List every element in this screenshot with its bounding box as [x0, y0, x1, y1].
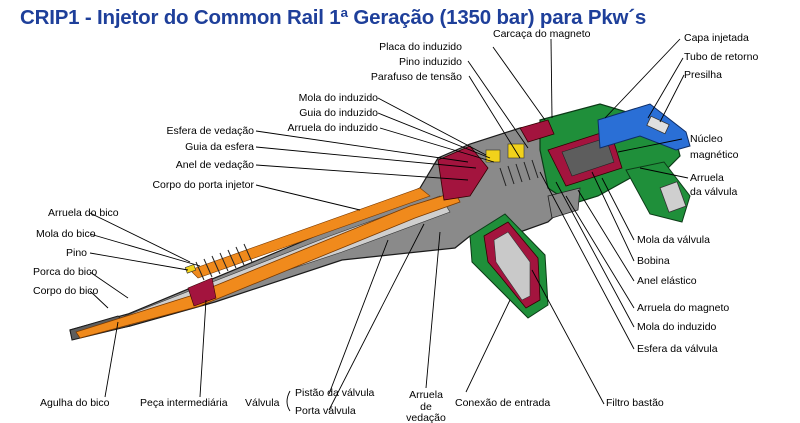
label-esfera-vedacao: Esfera de vedação: [166, 125, 254, 137]
label-carcaca-magneto: Carcaça do magneto: [493, 28, 591, 40]
connector-cap: [659, 181, 687, 213]
label-porca-bico: Porca do bico: [33, 266, 97, 278]
magnet-cap: [519, 119, 555, 143]
label-tubo-retorno: Tubo de retorno: [684, 51, 758, 63]
label-mola-bico: Mola do bico: [36, 228, 96, 240]
label-porta-valvula: Porta válvula: [295, 405, 356, 417]
label-esfera-valvula: Esfera da válvula: [637, 343, 718, 355]
label-nucleo-1: Núcleo: [690, 133, 723, 145]
fuel-feed: [189, 187, 431, 279]
label-anel-vedacao: Anel de vedação: [176, 159, 254, 171]
label-arruela-valvula-1: Arruela: [690, 172, 724, 184]
leader-lines: [89, 38, 689, 412]
label-parafuso-tensao: Parafuso de tensão: [371, 71, 462, 83]
label-capa-injetada: Capa injetada: [684, 32, 749, 44]
body-step: [547, 187, 581, 219]
nozzle-needle: [75, 191, 461, 339]
label-presilha: Presilha: [684, 69, 722, 81]
label-guia-esfera: Guia da esfera: [185, 141, 254, 153]
label-arruela-vedacao-1: Arruela: [409, 389, 443, 401]
label-guia-induzido: Guia do induzido: [299, 107, 378, 119]
label-filtro-bastao: Filtro bastão: [606, 397, 664, 409]
inlet-filter-core: [493, 231, 531, 301]
injector-illustration: [69, 103, 691, 341]
label-arruela-bico: Arruela do bico: [48, 207, 119, 219]
label-corpo-porta-injetor: Corpo do porta injetor: [152, 179, 254, 191]
label-peca-intermediaria: Peça intermediária: [140, 397, 228, 409]
label-pino-induzido: Pino induzido: [399, 56, 462, 68]
part-labels: Placa do induzido Pino induzido Parafuso…: [33, 28, 758, 423]
label-mola-valvula: Mola da válvula: [637, 234, 710, 246]
label-mola-induzido-bottom: Mola do induzido: [637, 321, 717, 333]
label-valvula: Válvula: [245, 397, 280, 409]
nozzle-spring: [195, 243, 253, 281]
label-mola-induzido-top: Mola do induzido: [299, 92, 379, 104]
label-anel-elastico: Anel elástico: [637, 275, 697, 287]
pin-yellow: [184, 264, 197, 274]
label-pino: Pino: [66, 247, 87, 259]
label-corpo-bico: Corpo do bico: [33, 285, 99, 297]
intermediate-piece-red: [187, 277, 217, 307]
label-agulha-bico: Agulha do bico: [40, 397, 110, 409]
return-tube: [597, 103, 691, 151]
label-arruela-vedacao-3: vedação: [406, 412, 446, 423]
label-arruela-magneto: Arruela do magneto: [637, 302, 729, 314]
label-arruela-valvula-2: da válvula: [690, 186, 737, 198]
label-placa-induzido: Placa do induzido: [379, 41, 462, 53]
label-conexao-entrada: Conexão de entrada: [455, 397, 550, 409]
armature-spring: [499, 159, 539, 187]
label-bobina: Bobina: [637, 255, 670, 267]
label-nucleo-2: magnético: [690, 149, 739, 161]
label-arruela-induzido: Arruela do induzido: [288, 122, 379, 134]
label-pistao-valvula: Pistão da válvula: [295, 387, 375, 399]
diagram-title: CRIP1 - Injetor do Common Rail 1ª Geraçã…: [20, 6, 647, 29]
clip: [646, 115, 670, 135]
label-arruela-vedacao-2: de: [420, 401, 432, 413]
